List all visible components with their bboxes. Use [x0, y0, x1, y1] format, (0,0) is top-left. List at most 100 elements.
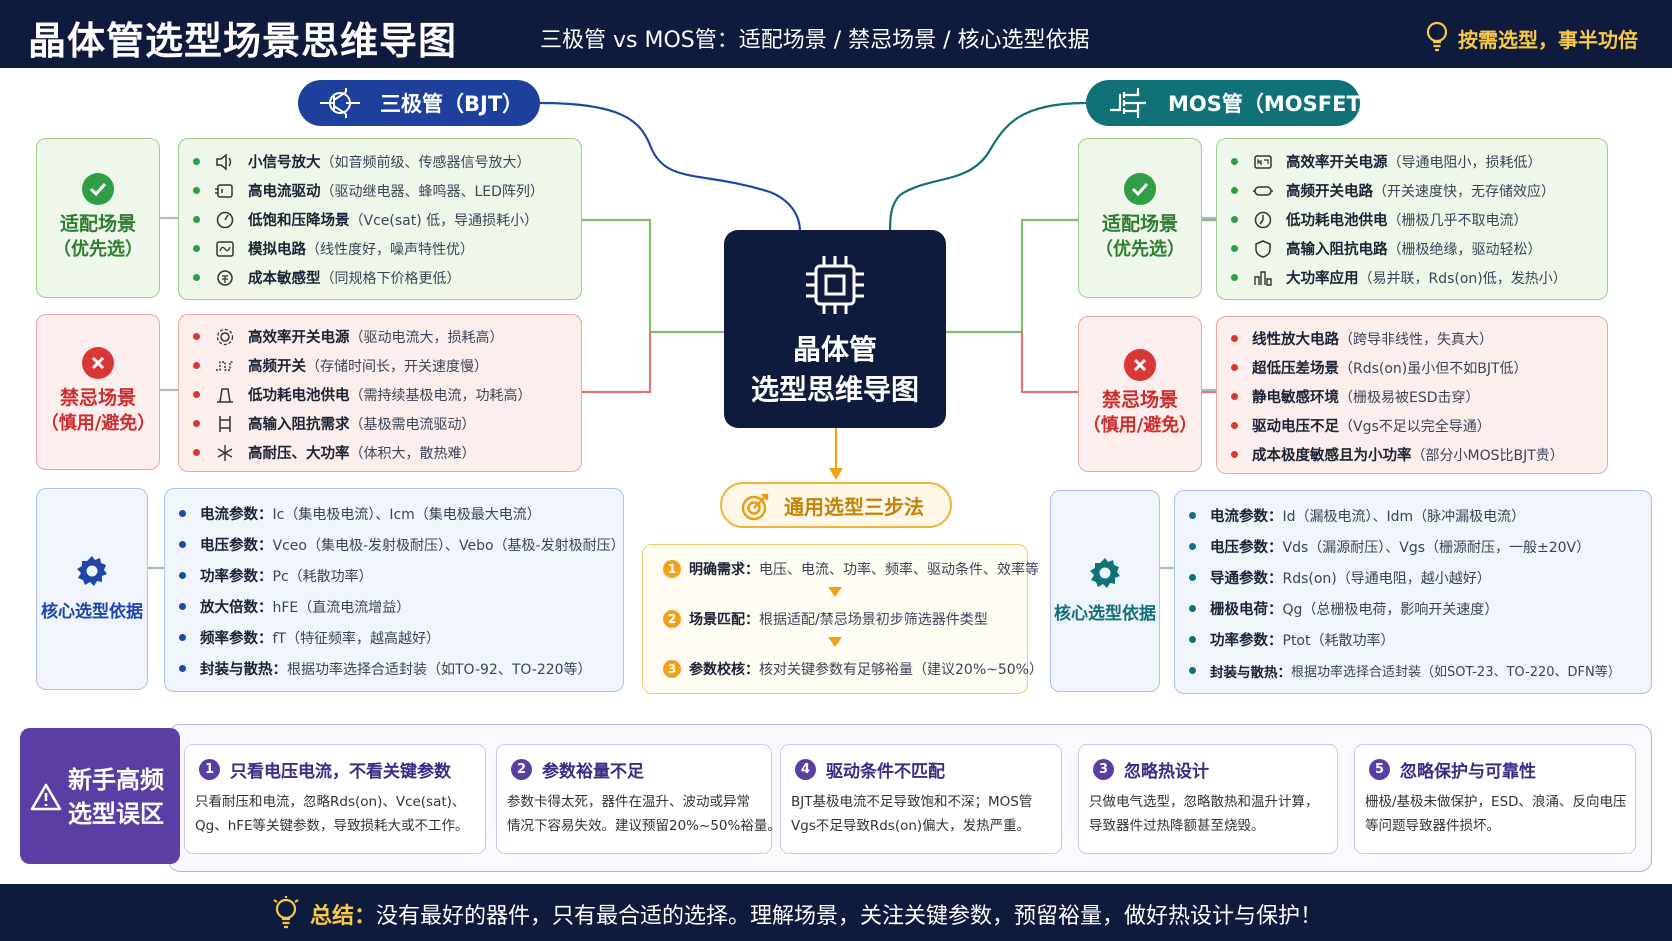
list-item: 线性放大电路（跨导非线性，失真大）: [1231, 324, 1593, 353]
warning-icon: [30, 783, 62, 811]
gauge-icon: [216, 211, 234, 228]
bjt-basis-category: 核心选型依据: [36, 488, 148, 690]
arrow-down-icon: [828, 637, 842, 647]
bjt-fit-list: 小信号放大（如音频前级、传感器信号放大） 高电流驱动（驱动继电器、蜂鸣器、LED…: [178, 138, 582, 300]
list-item: 成本极度敏感且为小功率（部分小MOS比BJT贵）: [1231, 440, 1593, 469]
mos-avoid-label: 禁忌场景: [1101, 389, 1178, 411]
resistor-icon: [219, 415, 231, 432]
mos-pill: MOS管（MOSFET）: [1086, 80, 1382, 126]
bjt-basis-label: 核心选型依据: [41, 602, 143, 622]
list-item: 电流参数：Id（漏极电流）、Idm（脉冲漏极电流）: [1189, 500, 1645, 531]
heat-icon: [217, 444, 233, 461]
mos-fit-sub: （优先选）: [1095, 239, 1185, 260]
center-title-line1: 晶体管: [792, 333, 877, 366]
list-item: 栅极电荷：Qg（总栅极电荷，影响开关速度）: [1189, 593, 1645, 624]
cross-circle-icon: [82, 347, 114, 379]
mos-fit-label: 适配场景: [1101, 213, 1178, 235]
lightbulb-icon: [273, 896, 299, 929]
list-item: 高电流驱动（驱动继电器、蜂鸣器、LED阵列）: [193, 176, 567, 205]
psu-icon: [1254, 154, 1272, 169]
page-title: 晶体管选型场景思维导图: [28, 19, 458, 63]
target-icon: [741, 493, 769, 521]
header-bar: 晶体管选型场景思维导图 三极管 vs MOS管：适配场景 / 禁忌场景 / 核心…: [0, 0, 1672, 68]
list-item: 电流参数：Ic（集电极电流）、Icm（集电极最大电流）: [179, 498, 609, 529]
list-item: 频率参数：fT（特征频率，越高越好）: [179, 622, 609, 653]
list-item: 放大倍数：hFE（直流电流增益）: [179, 591, 609, 622]
mos-avoid-sub: （慎用/避免）: [1082, 415, 1198, 436]
bjt-avoid-sub: （慎用/避免）: [40, 413, 156, 434]
header-slogan: 按需选型，事半功倍: [1458, 28, 1638, 52]
mos-avoid-category: 禁忌场景 （慎用/避免）: [1078, 316, 1202, 472]
bjt-fit-category: 适配场景 （优先选）: [36, 138, 160, 298]
switch-icon: [1253, 185, 1273, 196]
arrow-down-icon: [828, 587, 842, 597]
list-item: 低饱和压降场景（Vce(sat) 低，导通损耗小）: [193, 205, 567, 234]
list-item: 电压参数：Vds（漏源耐压）、Vgs（栅源耐压，一般±20V）: [1189, 531, 1645, 562]
list-item: 高输入阻抗需求（基极需电流驱动）: [193, 409, 567, 438]
bjt-title: 三极管（BJT）: [380, 92, 524, 116]
list-item: 高效率开关电源（导通电阻小，损耗低）: [1231, 147, 1593, 176]
list-item: 功率参数：Pc（耗散功率）: [179, 560, 609, 591]
list-item: 低功耗电池供电（需持续基极电流，功耗高）: [193, 380, 567, 409]
list-item: 高频开关（存储时间长，开关速度慢）: [193, 351, 567, 380]
mos-fit-category: 适配场景 （优先选）: [1078, 138, 1202, 298]
footer-bar: 总结：没有最好的器件，只有最合适的选择。理解场景，关注关键参数，预留裕量，做好热…: [0, 884, 1672, 941]
bjt-avoid-label: 禁忌场景: [59, 387, 136, 409]
center-title-line2: 选型思维导图: [750, 373, 919, 406]
mos-basis-label: 核心选型依据: [1054, 604, 1156, 624]
speaker-icon: [216, 152, 232, 171]
list-item: 封装与散热：根据功率选择合适封装（如SOT-23、TO-220、DFN等）: [1189, 655, 1645, 686]
mos-basis-list: 电流参数：Id（漏极电流）、Idm（脉冲漏极电流） 电压参数：Vds（漏源耐压）…: [1174, 490, 1652, 694]
coin-icon: [217, 269, 233, 286]
list-item: 驱动电压不足（Vgs不足以完全导通）: [1231, 411, 1593, 440]
list-item: 模拟电路（线性度好，噪声特性优）: [193, 234, 567, 263]
clock-icon: [1254, 211, 1272, 228]
list-item: 高效率开关电源（驱动电流大，损耗高）: [193, 322, 567, 351]
mos-avoid-list: 线性放大电路（跨导非线性，失真大） 超低压差场景（Rds(on)虽小但不如BJT…: [1216, 316, 1608, 474]
mos-fit-list: 高效率开关电源（导通电阻小，损耗低） 高频开关电路（开关速度快，无存储效应） 低…: [1216, 138, 1608, 300]
bjt-avoid-list: 高效率开关电源（驱动电流大，损耗高） 高频开关（存储时间长，开关速度慢） 低功耗…: [178, 314, 582, 472]
center-node: 晶体管 选型思维导图: [724, 230, 946, 428]
check-circle-icon: [1124, 173, 1156, 205]
mosfet-symbol-icon: [1110, 88, 1146, 118]
power-icon: [1254, 270, 1272, 286]
page-subtitle: 三极管 vs MOS管：适配场景 / 禁忌场景 / 核心选型依据: [540, 28, 1090, 53]
gear-icon: [216, 328, 234, 345]
steps-title: 通用选型三步法: [784, 494, 924, 519]
list-item: 高耐压、大功率（体积大，散热难）: [193, 438, 567, 467]
list-item: 小信号放大（如音频前级、传感器信号放大）: [193, 147, 567, 176]
bjt-avoid-category: 禁忌场景 （慎用/避免）: [36, 314, 160, 470]
list-item: 大功率应用（易并联，Rds(on)低，发热小）: [1231, 263, 1593, 292]
list-item: 高输入阻抗电路（栅极绝缘，驱动轻松）: [1231, 234, 1593, 263]
bjt-fit-label: 适配场景: [59, 213, 136, 235]
list-item: 低功耗电池供电（栅极几乎不取电流）: [1231, 205, 1593, 234]
bjt-pill: 三极管（BJT）: [298, 80, 540, 126]
steps-pill: 通用选型三步法: [720, 482, 952, 528]
lightbulb-icon: [1426, 21, 1448, 52]
list-item: 功率参数：Ptot（耗散功率）: [1189, 624, 1645, 655]
gear-icon: [77, 556, 107, 586]
list-item: 高频开关电路（开关速度快，无存储效应）: [1231, 176, 1593, 205]
bjt-basis-list: 电流参数：Ic（集电极电流）、Icm（集电极最大电流） 电压参数：Vceo（集电…: [164, 488, 625, 692]
shield-icon: [1255, 239, 1271, 258]
footer-summary: 总结：没有最好的器件，只有最合适的选择。理解场景，关注关键参数，预留裕量，做好热…: [310, 904, 1323, 929]
mos-basis-category: 核心选型依据: [1050, 490, 1160, 692]
list-item: 静电敏感环境（栅极易被ESD击穿）: [1231, 382, 1593, 411]
bjt-symbol-icon: [320, 88, 360, 118]
check-circle-icon: [82, 173, 114, 205]
gear-icon: [1090, 558, 1120, 588]
waveform-icon: [216, 240, 234, 257]
list-item: 导通参数：Rds(on)（导通电阻，越小越好）: [1189, 562, 1645, 593]
battery-icon: [217, 387, 233, 403]
bjt-fit-sub: （优先选）: [53, 239, 143, 260]
mistakes-label: 新手高频 选型误区: [20, 728, 180, 864]
pulse-icon: [216, 360, 234, 371]
